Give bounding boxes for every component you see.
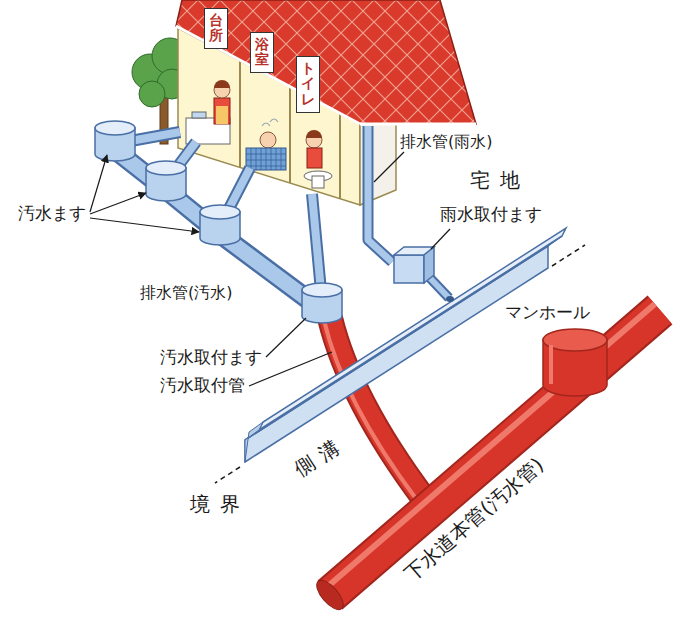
rain-drain-pipe [368, 126, 392, 262]
people-figures [192, 112, 206, 118]
people-figures [216, 106, 228, 124]
room-sign: トイレ [296, 56, 320, 113]
gutter-label: 側溝 [290, 431, 350, 482]
people-figures [260, 132, 276, 148]
part-label: 汚水取付ます [160, 347, 262, 367]
house [176, 0, 476, 205]
main-pipe-label: 下水道本管(汚水管) [400, 453, 549, 586]
leader-line [90, 155, 107, 212]
room-sign: 台所 [204, 8, 228, 49]
house [239, 61, 241, 167]
part-label: マンホール [505, 302, 590, 322]
inspection-chamber [200, 205, 240, 219]
sewer-main-pipe [312, 576, 348, 614]
room-sign: 浴室 [250, 32, 274, 73]
boundary-line [215, 467, 240, 483]
people-figures [262, 119, 278, 126]
leader-line [90, 152, 450, 386]
roadside-gutter [245, 422, 263, 462]
boundary-label: 境界 [190, 492, 250, 516]
people-figures [246, 148, 286, 170]
rainwater-inlet-box [424, 247, 434, 283]
house [360, 123, 476, 126]
inspection-chamber [302, 283, 342, 297]
people-figures [214, 98, 230, 124]
inspection-chamber [95, 121, 135, 135]
people-figures [246, 148, 286, 170]
tree [139, 81, 165, 107]
waste-drain-pipe [115, 132, 322, 310]
part-label: 雨水取付ます [440, 204, 542, 224]
roadside-gutter [259, 228, 566, 430]
leader-line [90, 193, 146, 214]
inspection-chamber [146, 161, 186, 175]
waste-drain-pipe [115, 150, 322, 310]
pipe-label: 排水管(汚水) [140, 283, 232, 302]
leader-line [431, 229, 450, 249]
sewer-main-pipe [325, 304, 655, 589]
sign-text: 台所 [209, 13, 223, 44]
pipe-label: 排水管(雨水) [400, 132, 492, 151]
sign-text: 浴室 [255, 37, 269, 68]
roadside-gutter [245, 228, 566, 462]
inspection-chamber [95, 121, 342, 323]
people-figures [307, 148, 322, 168]
area-label: 宅地 [470, 168, 530, 192]
rainwater-inlet-box [394, 255, 424, 283]
rain-drain-pipe [430, 278, 449, 298]
sign-text: トイレ [301, 61, 315, 107]
house [289, 87, 291, 183]
part-label: 汚水ます [18, 203, 86, 223]
leader-line [374, 152, 404, 182]
waste-drain-pipe [115, 150, 322, 310]
leader-line [266, 318, 306, 357]
boundary-line [552, 245, 585, 266]
leader-line [90, 218, 199, 232]
people-figures [214, 80, 230, 88]
rain-drain-pipe [430, 278, 449, 298]
rain-drain-pipe [368, 126, 392, 262]
people-figures [306, 130, 322, 138]
people-figures [312, 176, 324, 188]
house [339, 113, 341, 199]
house [176, 0, 476, 124]
rainwater-inlet-box [394, 247, 434, 283]
manhole [543, 329, 607, 396]
manhole [549, 345, 553, 384]
pipe-label: 汚水取付管 [160, 375, 245, 395]
rain-drain-pipe [446, 296, 454, 302]
sewer-main-pipe [312, 304, 660, 614]
